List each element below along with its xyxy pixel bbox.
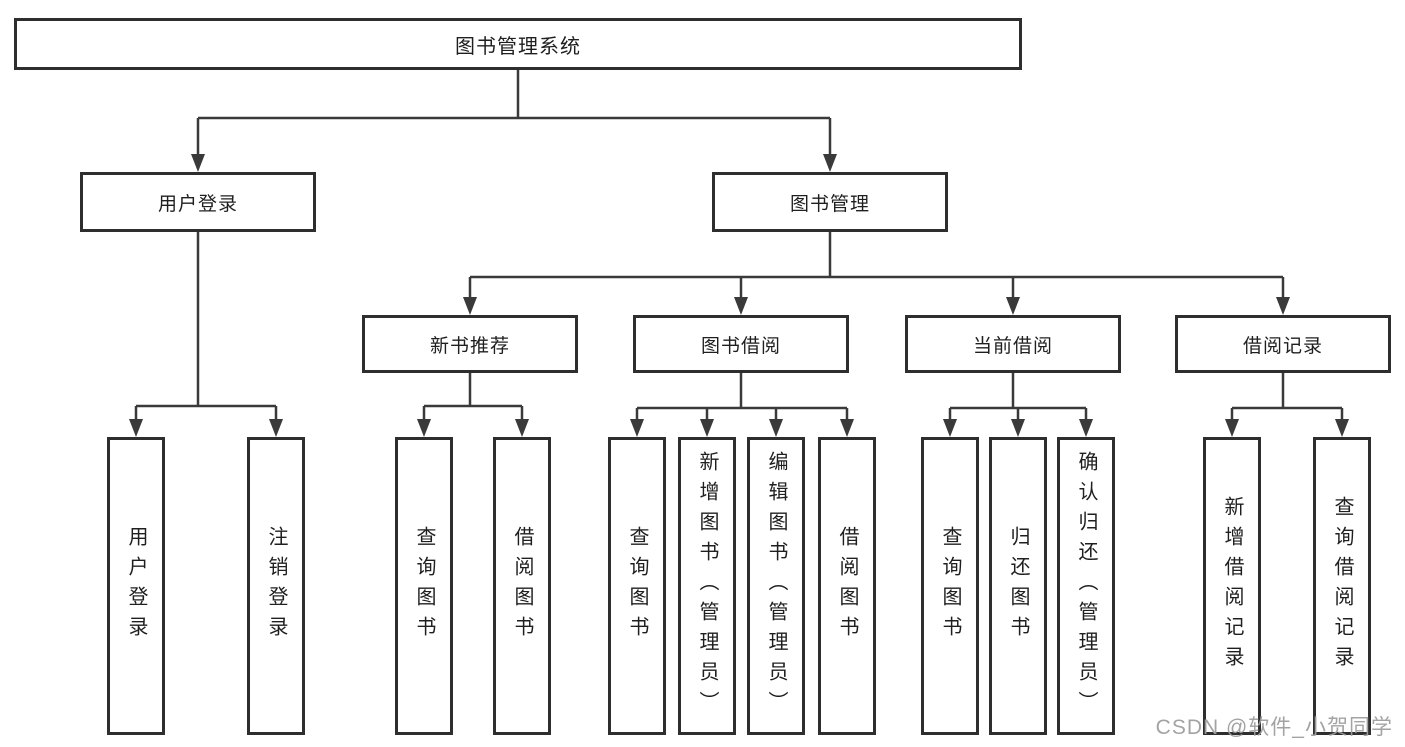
arrow-icon [1335,419,1349,437]
node-label: 新增借阅记录 [1221,496,1243,676]
node-label: 归还图书 [1007,526,1029,646]
node-label: 注销登录 [265,526,287,646]
arrow-icon [515,419,529,437]
arrow-icon [1006,297,1020,315]
node-new-book-recommendation: 新书推荐 [362,315,578,373]
arrowheads [129,154,1349,437]
arrow-icon [734,297,748,315]
arrow-icon [943,419,957,437]
node-borrow-books-recommend: 借阅图书 [493,437,551,735]
arrow-icon [463,297,477,315]
arrow-icon [417,419,431,437]
node-user-login-leaf: 用户登录 [107,437,165,735]
arrow-icon [823,154,837,172]
arrow-icon [1011,419,1025,437]
csdn-watermark: CSDN @软件_小贺同学 [1155,716,1393,739]
connector-path [134,70,1344,423]
arrow-icon [840,419,854,437]
node-user-login: 用户登录 [80,172,316,232]
node-return-books: 归还图书 [989,437,1047,735]
node-book-borrowing: 图书借阅 [633,315,849,373]
node-query-books-current: 查询图书 [921,437,979,735]
node-add-books-admin: 新增图书（管理员） [678,437,736,735]
node-label: 确认归还（管理员） [1075,451,1097,721]
node-query-books-recommend: 查询图书 [395,437,453,735]
node-book-management: 图书管理 [712,172,948,232]
node-logout-leaf: 注销登录 [247,437,305,735]
node-query-borrow-record: 查询借阅记录 [1313,437,1371,735]
arrow-icon [269,419,283,437]
node-label: 借阅图书 [511,526,533,646]
node-label: 查询图书 [413,526,435,646]
arrow-icon [769,419,783,437]
arrow-icon [191,154,205,172]
arrow-icon [1225,419,1239,437]
node-label: 查询借阅记录 [1331,496,1353,676]
arrow-icon [1276,297,1290,315]
arrow-icon [630,419,644,437]
node-label: 新增图书（管理员） [696,451,718,721]
node-edit-books-admin: 编辑图书（管理员） [747,437,805,735]
node-borrowing-records: 借阅记录 [1175,315,1391,373]
node-borrow-books-borrowing: 借阅图书 [818,437,876,735]
node-label: 借阅图书 [836,526,858,646]
arrow-icon [129,419,143,437]
node-label: 用户登录 [125,526,147,646]
arrow-icon [1079,419,1093,437]
node-add-borrow-record: 新增借阅记录 [1203,437,1261,735]
node-label: 查询图书 [626,526,648,646]
node-current-borrowing: 当前借阅 [905,315,1121,373]
node-library-system: 图书管理系统 [14,18,1022,70]
node-label: 编辑图书（管理员） [765,451,787,721]
arrow-icon [700,419,714,437]
node-query-books-borrowing: 查询图书 [608,437,666,735]
node-confirm-return-admin: 确认归还（管理员） [1057,437,1115,735]
node-label: 查询图书 [939,526,961,646]
